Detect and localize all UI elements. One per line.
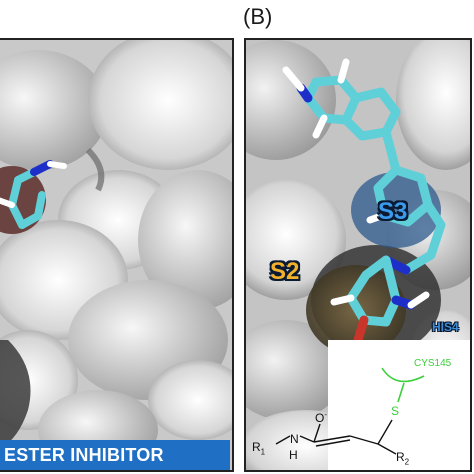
oxygen-atom-label: O- [315,410,328,425]
panel-a: ESTER INHIBITOR [0,38,234,472]
s2-label: S2 [270,258,300,285]
hydrogen-atom-label: H [289,448,298,462]
sulfur-atom-label: S [391,404,400,418]
r1-label: R1 [252,440,266,457]
cys-residue-label: CYS145 [414,358,452,369]
r2-label: R2 [396,450,410,467]
structure-inset [328,340,470,470]
s3-label: S3 [378,198,408,225]
ligand-sticks [282,58,446,345]
nitrogen-atom-label: N [290,432,299,446]
chemical-structure [275,367,425,455]
his-residue-label: HIS4 [432,320,459,334]
panel-b: S3 S2 HIS4 CYS145 S O- R1 N H R2 [244,38,472,472]
panel-a-caption: ESTER INHIBITOR [0,440,230,470]
panel-b-label: (B) [243,4,273,29]
panel-a-surface [0,40,232,470]
